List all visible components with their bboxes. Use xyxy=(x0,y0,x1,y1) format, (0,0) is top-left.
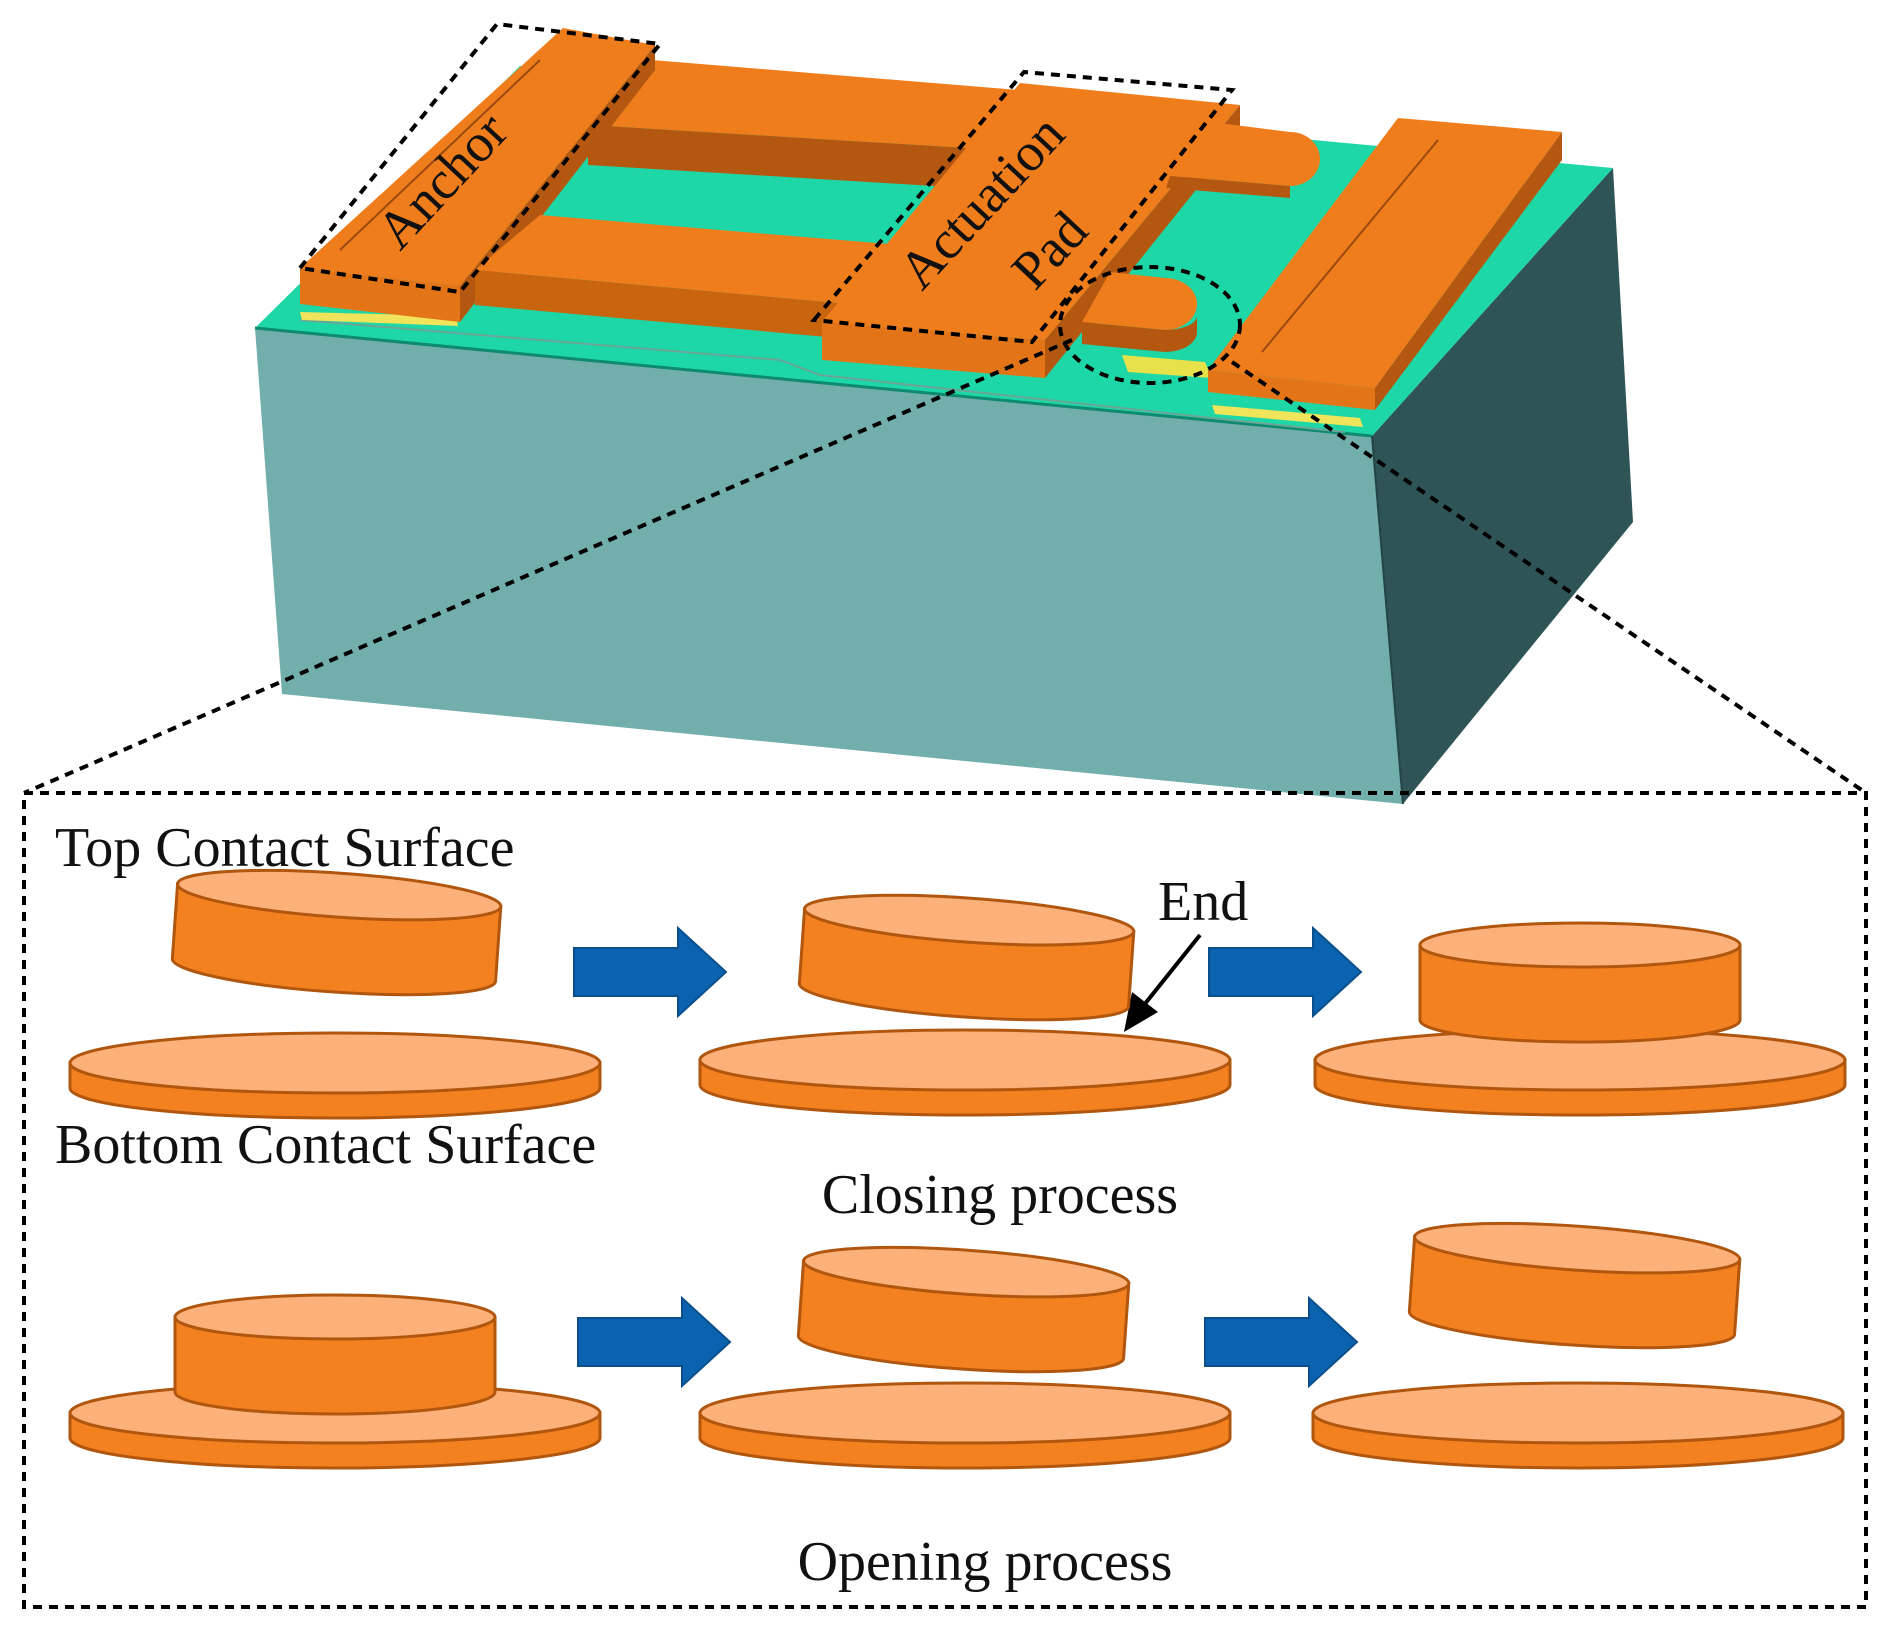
contact-region-circle xyxy=(1058,265,1242,385)
closing-process-label: Closing process xyxy=(822,1164,1178,1226)
bottom-contact-surface-label: Bottom Contact Surface xyxy=(55,1114,596,1176)
end-pointer-line xyxy=(1138,933,1202,1012)
substrate-right-face xyxy=(1372,168,1633,804)
bottom-contact-disc xyxy=(1313,1028,1847,1117)
contact-tip-back xyxy=(1170,120,1320,186)
top-contact-disc-tilted xyxy=(797,893,1136,1022)
beam-back-front xyxy=(588,125,1000,190)
top-contact-disc-flat xyxy=(173,1293,497,1416)
process-arrow-closing-2 xyxy=(1208,925,1363,1019)
signal-electrode-side xyxy=(1375,132,1562,410)
end-pointer-arrowhead xyxy=(1124,992,1158,1032)
gold-underlayer-contact xyxy=(1122,355,1212,378)
bottom-contact-disc xyxy=(68,1031,602,1120)
substrate-vertical-edge xyxy=(1371,435,1404,805)
signal-electrode-front xyxy=(1208,370,1375,410)
process-arrow-opening-2 xyxy=(1204,1295,1359,1389)
bottom-contact-disc xyxy=(698,1028,1232,1117)
beam-front-top xyxy=(475,215,900,305)
zoom-callout xyxy=(22,338,1868,1609)
top-contact-disc-tilted xyxy=(170,868,503,997)
process-arrow-closing-1 xyxy=(573,925,728,1019)
anchor-etch-line xyxy=(339,59,541,251)
actuation-pad-top xyxy=(822,83,1240,340)
anchor-top xyxy=(300,28,655,286)
process-arrow-opening-1 xyxy=(577,1295,732,1389)
substrate-front-face xyxy=(255,328,1403,804)
actuation-pad-callout-box xyxy=(810,69,1236,345)
end-label: End xyxy=(1158,871,1248,933)
bottom-contact-disc xyxy=(698,1381,1232,1470)
closing-process-stage-3 xyxy=(1313,921,1847,1117)
anchor-front xyxy=(300,268,460,322)
contact-tip-back-side xyxy=(1166,176,1290,198)
detail-box xyxy=(22,791,1868,1609)
gold-underlayer-right xyxy=(1212,405,1363,427)
surface-trace xyxy=(299,319,1346,433)
opening-process-stage-3 xyxy=(1311,1221,1845,1470)
signal-electrode-etch xyxy=(1261,139,1439,353)
bottom-contact-disc xyxy=(1311,1381,1845,1470)
beam-front-side xyxy=(475,270,860,340)
top-contact-surface-label: Top Contact Surface xyxy=(55,817,514,879)
mems-switch-3d-model: Anchor Actuation Pad xyxy=(254,21,1633,805)
signal-electrode-top xyxy=(1208,118,1562,388)
top-contact-disc-tilted xyxy=(796,1245,1131,1374)
closing-process-stage-2 xyxy=(698,893,1232,1117)
zoom-line-left xyxy=(23,338,1073,795)
closing-process-stage-1 xyxy=(68,868,602,1120)
opening-process-label: Opening process xyxy=(798,1531,1173,1593)
contact-tip-front-side xyxy=(1082,316,1197,352)
top-contact-disc-flat xyxy=(1418,921,1742,1044)
substrate-edge-line xyxy=(254,326,1373,438)
anchor-callout-box xyxy=(296,21,664,295)
beam-back-top xyxy=(588,60,1018,150)
top-contact-disc-tilted xyxy=(1407,1221,1742,1350)
opening-process-stage-1 xyxy=(68,1293,602,1470)
contact-tip-front xyxy=(1082,272,1197,330)
opening-process-stage-2 xyxy=(698,1245,1232,1470)
